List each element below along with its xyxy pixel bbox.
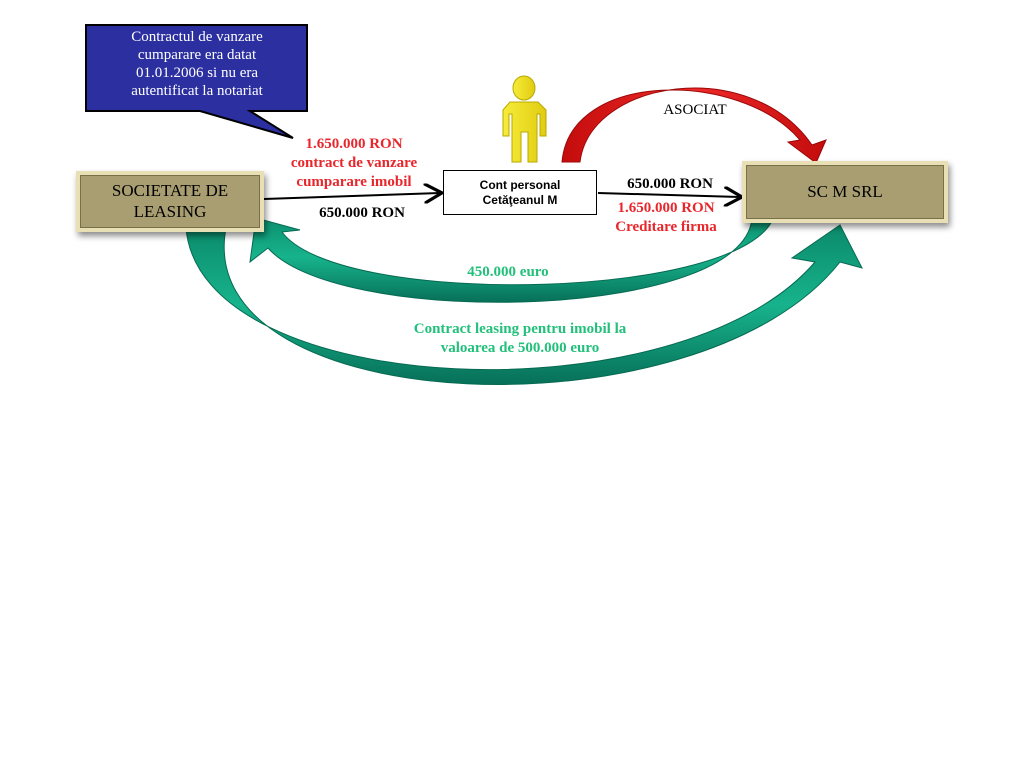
euro-450-arrow (249, 211, 776, 303)
scm-srl-box: SC M SRL (742, 161, 948, 223)
leasing-contract-label: Contract leasing pentru imobil la valoar… (413, 321, 627, 356)
paid-to-firm-label: 650.000 RON (627, 176, 713, 192)
leasing-company-box: SOCIETATE DE LEASING (76, 171, 264, 232)
leasing-contract-arrow (185, 224, 863, 385)
sale-contract-label: 1.650.000 RON contract de vanzare cumpar… (290, 136, 418, 190)
callout-note: Contractul de vanzare cumparare era data… (131, 29, 263, 99)
cont-to-scm-arrow (597, 193, 740, 197)
person-icon (502, 75, 547, 163)
euro-450-label: 450.000 euro (467, 264, 549, 280)
personal-account-box: Cont personal Cetăţeanul M (443, 170, 597, 215)
leasing-to-cont-arrow (263, 193, 440, 199)
asociat-arrow (561, 87, 827, 164)
asociat-label: ASOCIAT (663, 102, 727, 118)
paid-to-person-label: 650.000 RON (319, 205, 405, 221)
credit-firm-label: 1.650.000 RON Creditare firma (615, 200, 717, 235)
callout-bubble (85, 24, 308, 139)
